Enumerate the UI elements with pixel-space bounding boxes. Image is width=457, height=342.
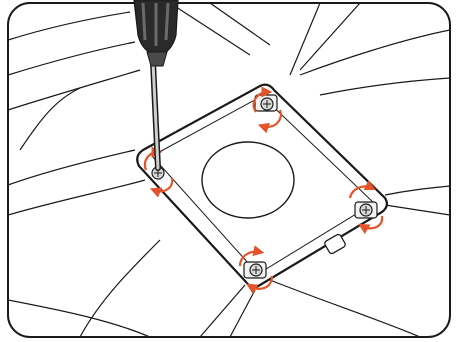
center-hole <box>202 142 294 218</box>
